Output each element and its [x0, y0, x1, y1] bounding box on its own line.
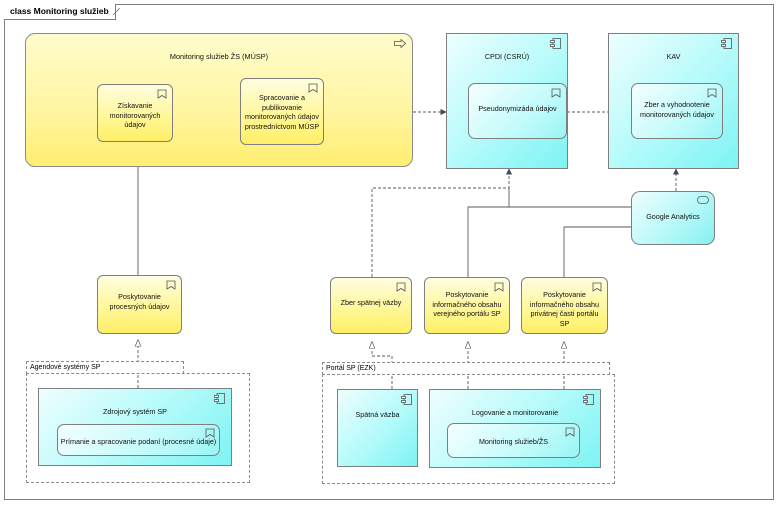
- node-zber-spat-label: Zber spätnej väzby: [340, 298, 402, 307]
- frame-title: class Monitoring služieb: [4, 4, 116, 20]
- node-logovanie-label: Logovanie a monitorovanie: [471, 408, 559, 417]
- group-portal: [322, 374, 615, 484]
- service-icon: [157, 89, 167, 99]
- node-zdrojovy-label: Zdrojový systém SP: [103, 407, 167, 416]
- component-icon: [721, 38, 732, 49]
- component-icon: [550, 38, 561, 49]
- node-google-label: Google Analytics: [646, 212, 700, 221]
- group-agendove-tab: Agendové systémy SP: [26, 361, 184, 374]
- node-poskyt-priv[interactable]: Poskytovanie informačného obsahu privátn…: [521, 277, 608, 334]
- flow-priv-google: [563, 226, 631, 277]
- node-pseudo[interactable]: Pseudonymizáda údajov: [468, 83, 567, 139]
- diagram-frame: [4, 4, 774, 500]
- node-zber-vyhod[interactable]: Zber a vyhodnotenie monitorovaných údajo…: [631, 83, 723, 139]
- node-kav-label: KAV: [666, 52, 681, 61]
- service-icon: [396, 282, 406, 292]
- group-agendove: [26, 373, 250, 483]
- node-spracovanie[interactable]: Spracovanie a publikovanie monitorovanýc…: [240, 78, 324, 145]
- node-primanie[interactable]: Prímanie a spracovanie podaní (procesné …: [57, 424, 220, 456]
- service-icon: [205, 428, 215, 438]
- node-monit-zs-label: Monitoring služieb/ŽS: [478, 437, 549, 446]
- node-monit-zs[interactable]: Monitoring služieb/ŽS: [447, 423, 580, 458]
- node-poskyt-verej-label: Poskytovanie informačného obsahu verejné…: [432, 290, 502, 319]
- node-pseudo-label: Pseudonymizáda údajov: [478, 104, 557, 113]
- interface-icon: [697, 196, 709, 204]
- flow-zber-cpdi: [371, 168, 513, 277]
- service-icon: [707, 88, 717, 98]
- service-icon: [308, 83, 318, 93]
- node-zber-spat[interactable]: Zber spätnej väzby: [330, 277, 412, 334]
- node-spracovanie-label: Spracovanie a publikovanie monitorovanýc…: [244, 93, 320, 132]
- service-icon: [494, 282, 504, 292]
- node-poskyt-proc[interactable]: Poskytovanie procesných údajov: [97, 275, 182, 334]
- node-google[interactable]: Google Analytics: [631, 191, 715, 245]
- node-zber-vyhod-label: Zber a vyhodnotenie monitorovaných údajo…: [640, 100, 714, 119]
- group-portal-tab: Portál SP (EZK): [322, 362, 610, 375]
- node-cpdi-label: CPDI (CSRÚ): [484, 52, 530, 61]
- service-icon: [592, 282, 602, 292]
- node-spatna[interactable]: Spätná väzba: [337, 389, 418, 467]
- node-ziskavanie[interactable]: Získavanie monitorovaných údajov: [97, 84, 173, 142]
- process-arrow-icon: [394, 39, 406, 48]
- node-poskyt-verej[interactable]: Poskytovanie informačného obsahu verejné…: [424, 277, 510, 334]
- node-spatna-label: Spätná väzba: [355, 410, 400, 419]
- node-musp[interactable]: Monitoring služieb ŽS (MÚSP): [25, 33, 413, 167]
- node-musp-label: Monitoring služieb ŽS (MÚSP): [169, 52, 269, 61]
- flow-verej-google: [467, 206, 631, 277]
- node-poskyt-priv-label: Poskytovanie informačného obsahu privátn…: [529, 290, 600, 329]
- node-primanie-label: Prímanie a spracovanie podaní (procesné …: [60, 437, 217, 446]
- service-icon: [166, 280, 176, 290]
- node-ziskavanie-label: Získavanie monitorovaných údajov: [109, 101, 161, 130]
- service-icon: [565, 427, 575, 437]
- node-poskyt-proc-label: Poskytovanie procesných údajov: [109, 292, 170, 311]
- component-icon: [583, 394, 594, 405]
- component-icon: [214, 393, 225, 404]
- service-icon: [551, 88, 561, 98]
- component-icon: [401, 394, 412, 405]
